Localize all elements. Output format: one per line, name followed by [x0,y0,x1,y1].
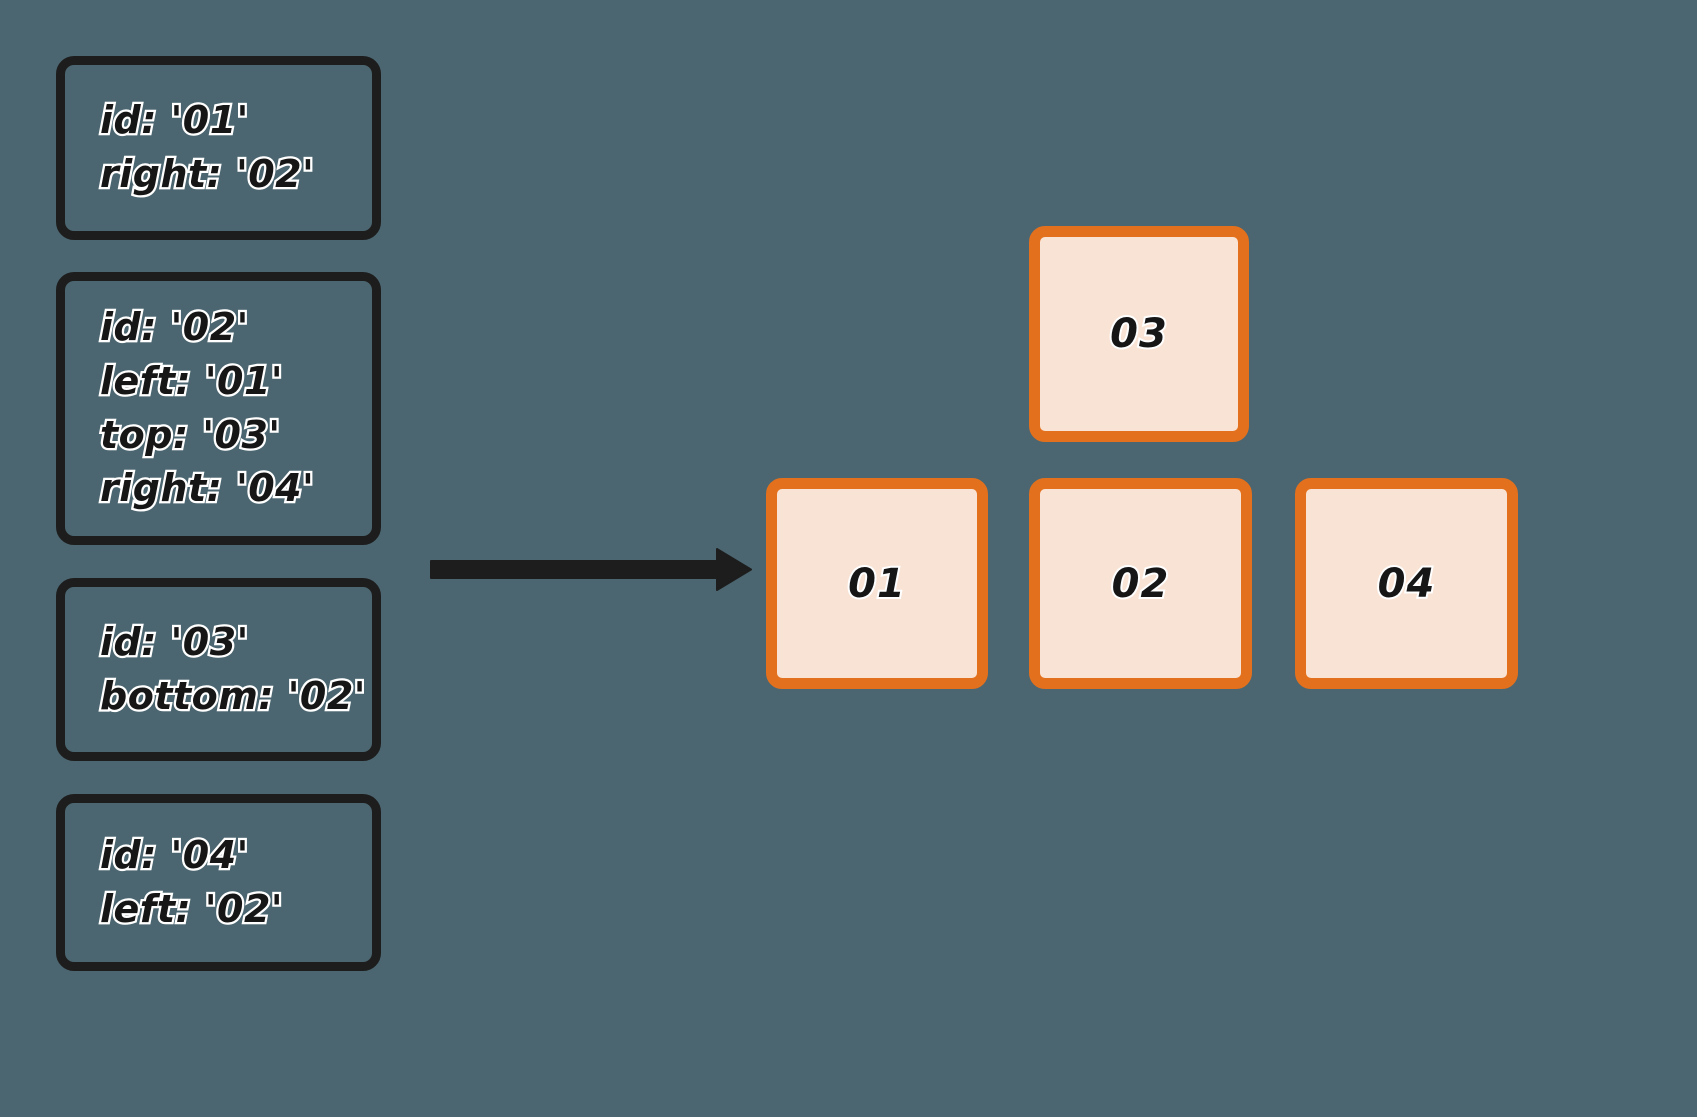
spec-line: right: '04' [98,464,316,512]
spec-line: id: '02' [98,302,251,350]
tile-label: 04 [1376,559,1437,609]
spec-line: left: '01' [98,356,285,404]
layout-tile-03[interactable]: 03 [1029,226,1249,442]
tile-label: 02 [1110,559,1171,609]
spec-line: id: '01' [98,96,251,144]
tile-label: 03 [1108,309,1169,359]
arrow-right-icon [430,548,752,591]
spec-line: bottom: '02' [98,671,368,719]
spec-line: right: '02' [98,150,316,198]
spec-line: id: '04' [98,830,251,878]
layout-tile-02[interactable]: 02 [1029,478,1252,689]
spec-card-03: id: '03' bottom: '02' [56,578,381,761]
spec-line: left: '02' [98,884,285,932]
spec-card-01: id: '01' right: '02' [56,56,381,240]
tile-label: 01 [846,559,907,609]
layout-tile-04[interactable]: 04 [1295,478,1518,689]
spec-line: top: '03' [98,410,283,458]
spec-card-02: id: '02' left: '01' top: '03' right: '04… [56,272,381,545]
spec-card-04: id: '04' left: '02' [56,794,381,971]
layout-tile-01[interactable]: 01 [766,478,988,689]
spec-line: id: '03' [98,617,251,665]
